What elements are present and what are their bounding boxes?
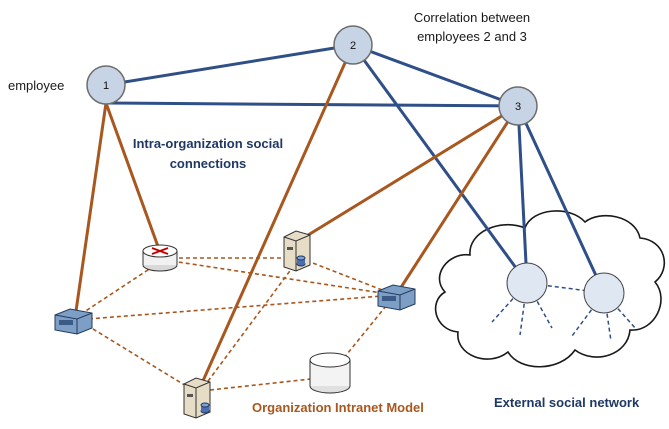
switch-icon	[377, 284, 416, 311]
server-icon	[283, 230, 311, 272]
external-node	[583, 272, 625, 314]
intranet-label: Organization Intranet Model	[252, 400, 424, 415]
intra-org-label: Intra-organization social connections	[118, 134, 298, 174]
intra-org-label-line2: connections	[169, 156, 247, 171]
link-2-server-bottom	[196, 44, 355, 393]
employee-node-label: 2	[350, 40, 356, 52]
switch-icon	[54, 308, 93, 335]
link-2-3	[352, 43, 519, 108]
external-node	[506, 262, 548, 304]
link-1-3	[105, 101, 519, 108]
employee-node-1: 1	[86, 65, 126, 105]
correlation-label-line2: employees 2 and 3	[417, 29, 527, 44]
employee-node-2: 2	[333, 25, 373, 65]
correlation-label: Correlation between employees 2 and 3	[392, 8, 552, 46]
database-icon	[309, 352, 351, 394]
employee-node-label: 1	[103, 80, 109, 92]
link-2-ext1	[351, 44, 529, 284]
link-3-switch-right	[396, 105, 520, 293]
server-icon	[183, 377, 211, 419]
employee-node-label: 3	[515, 101, 521, 113]
employee-label: employee	[8, 78, 65, 93]
intra-org-label-line1: Intra-organization social	[132, 136, 284, 151]
link-1-router	[104, 102, 162, 253]
link-1-switch	[73, 102, 108, 319]
cloud-icon	[434, 210, 666, 368]
router-icon	[142, 244, 178, 272]
employee-node-3: 3	[498, 86, 538, 126]
org-links	[73, 44, 520, 393]
external-network-label: External social network	[494, 395, 640, 410]
correlation-label-line1: Correlation between	[413, 10, 531, 25]
link-3-ext1	[516, 105, 529, 284]
link-3-server-top	[299, 104, 519, 242]
social-links	[105, 43, 606, 294]
link-3-ext2	[516, 105, 606, 294]
link-1-2	[105, 43, 354, 87]
